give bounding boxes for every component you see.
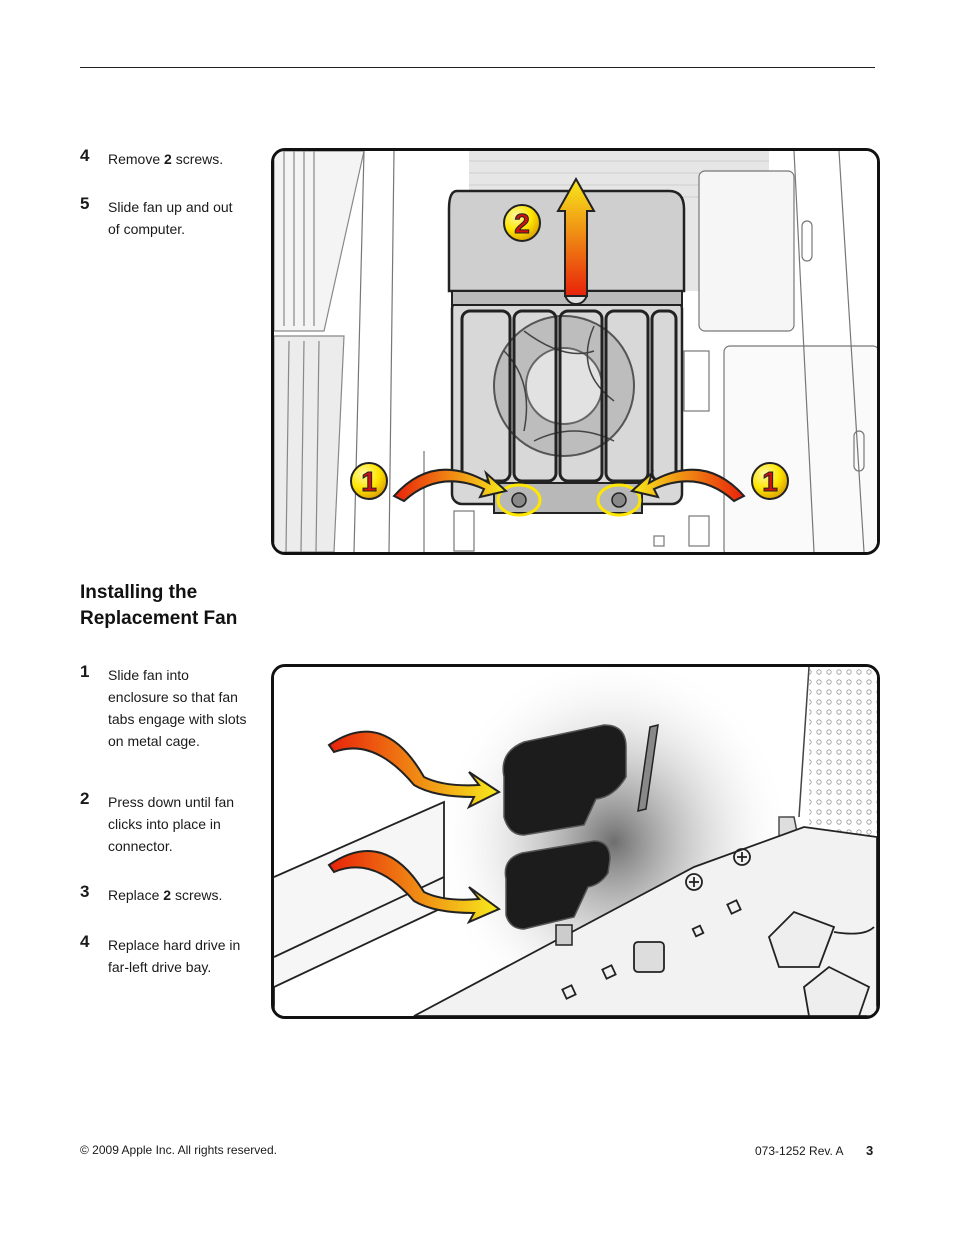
up-arrow-icon [556,176,596,297]
step-text: Press down until fan clicks into place i… [108,794,235,854]
step-text: Replace hard drive in far-left drive bay… [108,937,241,975]
step-text: Slide fan up and out of computer. [108,199,233,237]
step-text: Slide fan into enclosure so that fan tab… [108,667,247,749]
page-number: 3 [866,1143,874,1158]
left-arrow-icon [629,468,746,503]
step-number: 5 [80,194,90,213]
step-text: Remove 2 screws. [108,151,224,167]
copyright: © 2009 Apple Inc. All rights reserved. [80,1143,277,1157]
step-number: 4 [80,146,90,165]
right-arrow-icon [392,468,509,503]
step-number: 2 [80,789,90,808]
section-heading: Installing the Replacement Fan [80,582,238,629]
step-number: 4 [80,932,90,951]
callout-top: 2 [514,208,530,239]
document-revision: 073-1252 Rev. A [755,1144,844,1158]
callout-left: 1 [361,466,377,497]
step-text: Replace 2 screws. [108,887,223,903]
fan-install-illustration [271,664,880,1019]
insert-arrow-icon [327,730,501,810]
step-number: 1 [80,662,90,681]
top-rule [80,67,875,68]
callout-right: 1 [762,466,778,497]
insert-arrow-icon [327,850,501,925]
step-number: 3 [80,882,90,901]
fan-removal-illustration: 1 2 1 [271,148,880,555]
